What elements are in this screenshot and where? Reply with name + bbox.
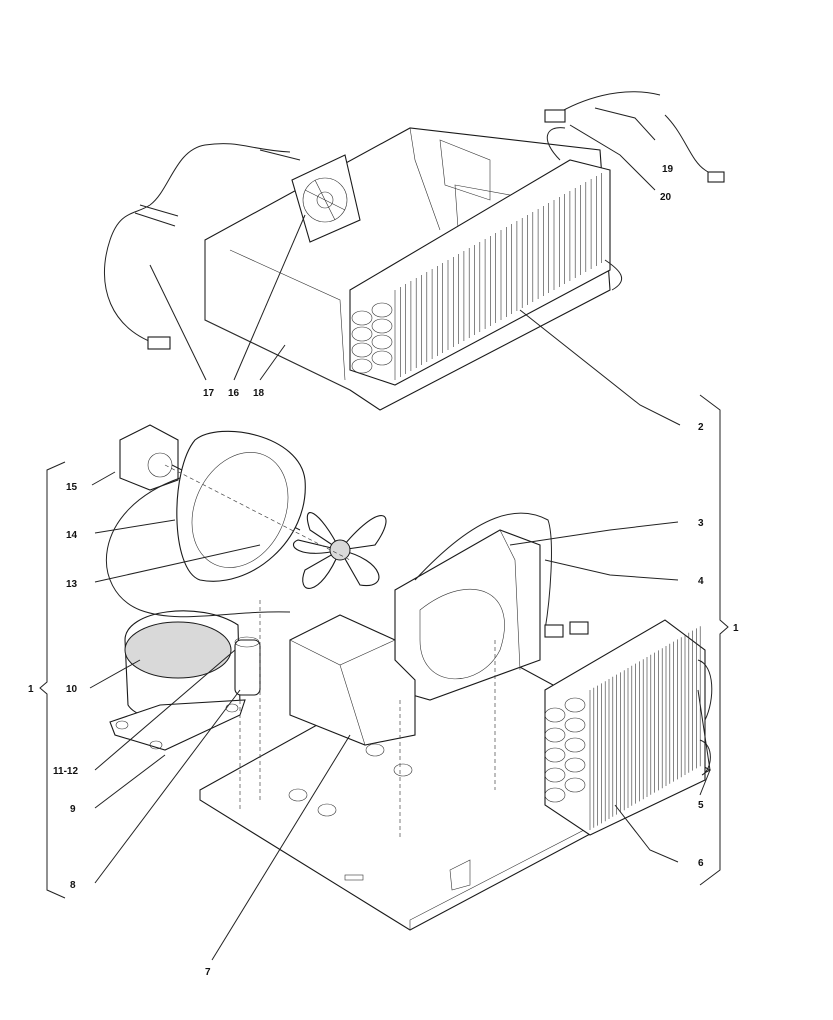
fan-shroud [176,430,306,582]
leader-lines [89,107,711,961]
callout-2: 2 [698,422,704,433]
bracket-left [39,461,66,899]
drain-tray [289,614,416,746]
condenser-fan-blade [292,512,387,589]
callout-1-left: 1 [28,684,34,695]
callout-1-right: 1 [733,623,739,634]
callout-5: 5 [698,800,704,811]
callout-3: 3 [698,518,704,529]
condenser-coil [544,619,713,836]
evaporator-coil [349,127,623,386]
callout-16: 16 [228,388,240,399]
start-relay-capacitor [234,636,261,696]
callout-13: 13 [66,579,78,590]
evaporator-fan [291,154,361,243]
callout-4: 4 [698,576,704,587]
callout-19: 19 [662,164,674,175]
mounting-grommets [288,743,413,817]
compressor [109,610,246,751]
callout-8: 8 [70,880,76,891]
callout-20: 20 [660,192,672,203]
callout-10: 10 [66,684,78,695]
callout-15: 15 [66,482,78,493]
callout-labels: 19 20 17 16 18 2 15 14 13 3 4 1 1 10 11-… [28,164,739,978]
callout-17: 17 [203,388,215,399]
callout-9: 9 [70,804,76,815]
callout-7: 7 [205,967,211,978]
assembly-guide-lines [164,464,496,840]
callout-6: 6 [698,858,704,869]
callout-11-12: 11-12 [53,766,78,777]
callout-18: 18 [253,388,265,399]
bracket-right [699,394,729,886]
thermostat-sensor [544,91,725,183]
refrigerant-tubing [105,477,589,638]
callout-14: 14 [66,530,78,541]
condenser-bracket [394,529,541,701]
fan-wiring-harness [103,143,301,350]
